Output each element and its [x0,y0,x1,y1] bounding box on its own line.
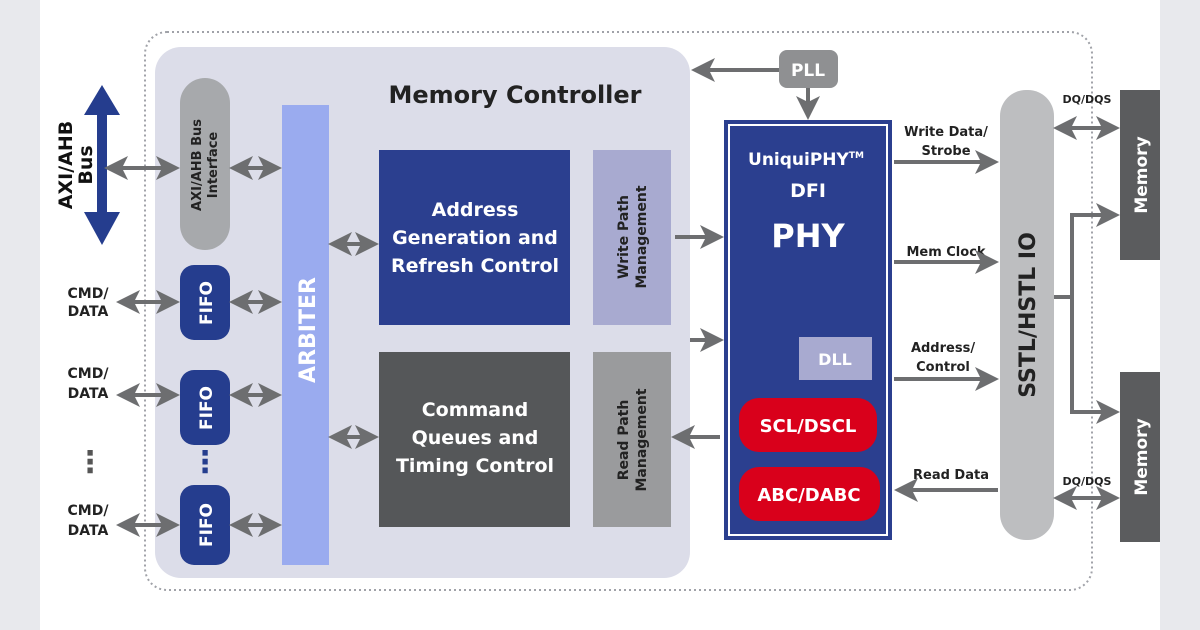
dll-block [799,337,872,380]
fifo-2: FIFO [180,370,230,445]
scl-dscl-block [739,398,877,452]
dq-dqs-label: DQ/DQS [1063,475,1112,488]
address-generation-block [379,150,570,325]
sstl-hstl-io-block [1000,90,1054,540]
write-data-label: Strobe [921,144,970,159]
fifo-label: FIFO [197,281,217,325]
fifo-label: FIFO [197,503,217,547]
address-label: Refresh Control [391,255,559,277]
arbiter-block [282,105,329,565]
read-path-block [593,352,671,527]
bus-interface-label-2: Interface [206,132,221,199]
command-queues-block [379,352,570,527]
fifo-1: FIFO [180,265,230,340]
command-label: Command [422,399,529,421]
command-label: Timing Control [396,455,554,477]
port-label: DATA [68,304,109,320]
read-path-label: Management [634,388,650,491]
connection-arrows [104,58,1120,537]
write-path-label: Management [634,185,650,288]
mem-clock-label: Mem Clock [906,245,985,260]
command-label: Queues and [412,427,539,449]
sstl-hstl-io-label: SSTL/HSTL IO [1016,232,1041,398]
bus-interface-label: AXI/AHB Bus [190,119,205,211]
address-label: Address [432,199,519,221]
pll-label: PLL [791,61,825,81]
phy-inner-border [728,124,888,536]
abc-dabc-block [739,467,880,521]
port-label: DATA [68,386,109,402]
memory-block-1 [1120,90,1160,260]
phy-title: PHY [771,217,845,255]
bus-label: AXI/AHB [55,121,77,209]
port-label: CMD/ [68,286,110,302]
bus-label-2: Bus [75,145,97,184]
phy-dfi-label: DFI [790,180,826,202]
fifo-label: FIFO [197,386,217,430]
dq-dqs-label: DQ/DQS [1063,93,1112,106]
port-label: CMD/ [68,503,110,519]
memory-label: Memory [1132,136,1152,213]
address-label: Generation and [392,227,558,249]
port-ellipsis: ⋮ [75,445,105,480]
fifo-n: FIFO [180,485,230,565]
read-data-label: Read Data [913,468,989,483]
read-path-label: Read Path [616,400,632,481]
address-control-label: Control [916,360,970,375]
memory-label: Memory [1132,418,1152,495]
address-control-label: Address/ [911,341,975,356]
pll-block [779,50,838,88]
abc-dabc-label: ABC/DABC [757,485,860,506]
scl-dscl-label: SCL/DSCL [760,416,857,437]
memory-controller-title: Memory Controller [388,81,641,109]
port-label: CMD/ [68,366,110,382]
write-path-label: Write Path [616,195,632,279]
arbiter-label: ARBITER [296,277,321,383]
memory-block-2 [1120,372,1160,542]
bus-double-arrow [84,85,120,245]
dll-label: DLL [818,350,852,369]
phy-brand: UniquiPHYTM [748,150,864,170]
write-data-label: Write Data/ [904,125,988,140]
fifo-ellipsis: ⋮ [190,445,220,480]
port-label: DATA [68,523,109,539]
write-path-block [593,150,671,325]
bus-interface-block [180,78,230,250]
